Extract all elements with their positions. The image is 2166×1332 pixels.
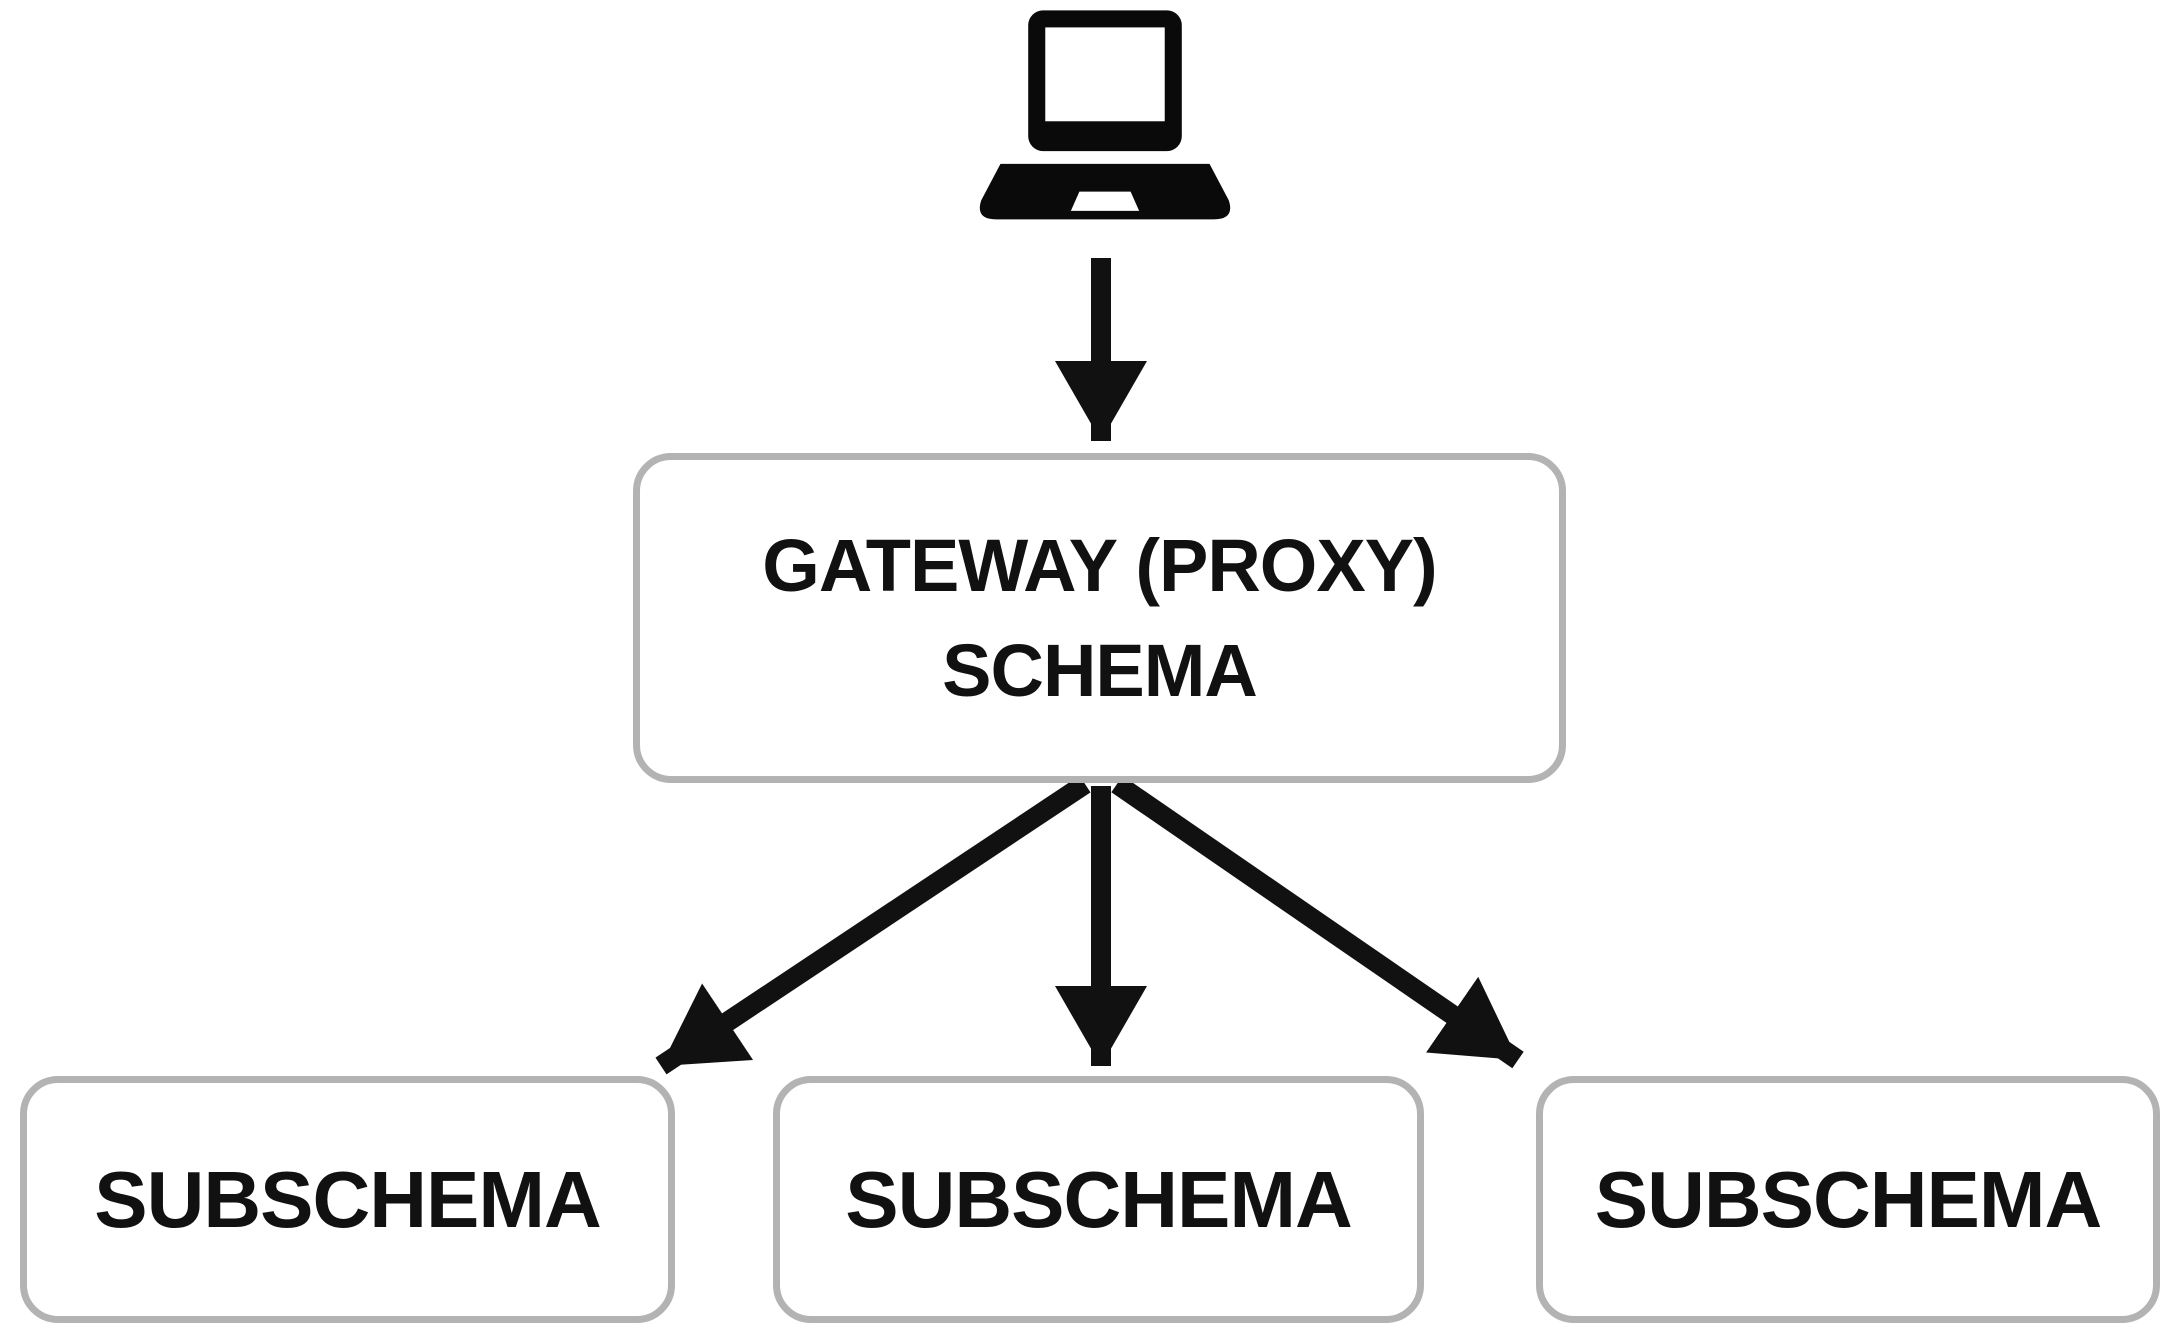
arrow-gateway-to-subschema-1 (655, 775, 1091, 1075)
subschema-node-1: SUBSCHEMA (20, 1076, 675, 1323)
subschema-node-2: SUBSCHEMA (773, 1076, 1424, 1323)
gateway-label-line2: SCHEMA (942, 629, 1258, 712)
laptop-icon (977, 10, 1233, 224)
subschema-label: SUBSCHEMA (1594, 1154, 2103, 1244)
subschema-label: SUBSCHEMA (845, 1154, 1353, 1244)
subschema-node-3: SUBSCHEMA (1536, 1076, 2160, 1323)
gateway-label-line1: GATEWAY (PROXY) (762, 523, 1437, 607)
gateway-schema-node: GATEWAY (PROXY) SCHEMA (633, 453, 1566, 783)
arrow-gateway-to-subschema-3 (1111, 775, 1524, 1069)
subschema-label: SUBSCHEMA (94, 1154, 602, 1244)
